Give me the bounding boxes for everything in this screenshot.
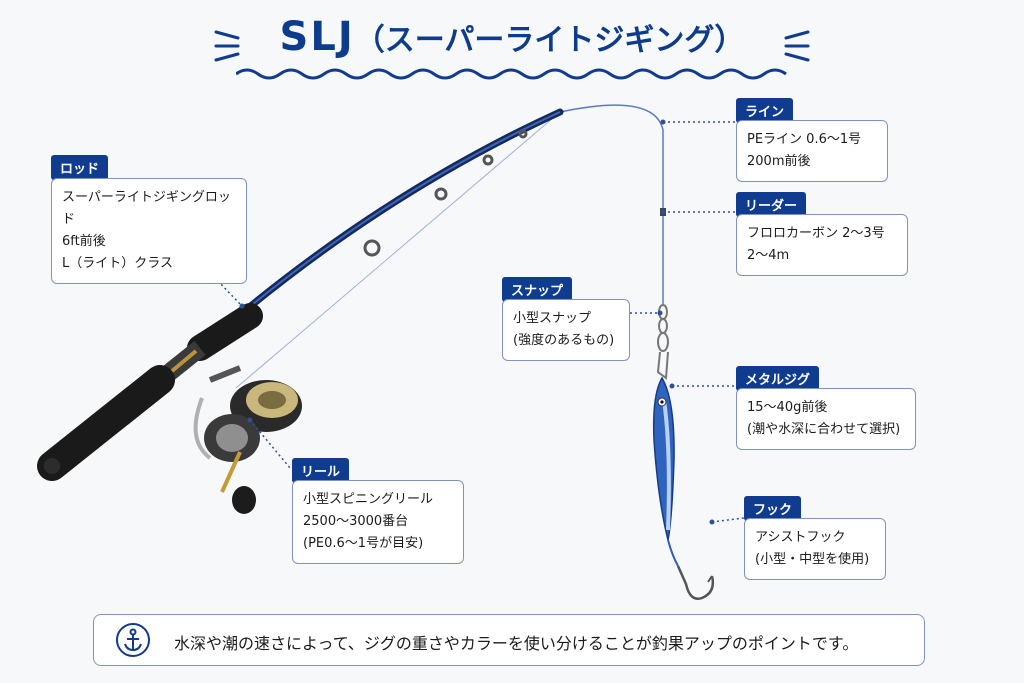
rod-line-3: L（ライト）クラス (62, 256, 173, 271)
rod-tag: ロッド (51, 155, 109, 180)
snap-line-2: (強度のあるもの) (513, 333, 615, 348)
hook-line-1: アシストフック (755, 530, 846, 545)
title-sub: （スーパーライトジギング） (354, 23, 745, 58)
reel-line-2: 2500～3000番台 (303, 514, 409, 529)
hook-callout: アシストフック (小型・中型を使用) (744, 518, 886, 580)
line-line-1: PEライン 0.6～1号 (747, 132, 862, 147)
rod-grip-rear (37, 365, 175, 481)
reel-line-1: 小型スピニングリール (303, 492, 434, 507)
leader-callout: フロロカーボン 2～3号 2～4m (736, 214, 908, 276)
title-wave (236, 68, 787, 80)
fishing-line (559, 104, 664, 305)
tip-text: 水深や潮の速さによって、ジグの重さやカラーを使い分けることが釣果アップのポイント… (174, 634, 859, 653)
hook-line-2: (小型・中型を使用) (755, 552, 870, 567)
snap-tag: スナップ (502, 277, 573, 302)
rod-grip-fore (187, 303, 263, 361)
jig-callout: 15～40g前後 (潮や水深に合わせて選択) (736, 388, 916, 450)
line-callout: PEライン 0.6～1号 200m前後 (736, 120, 888, 182)
line-line-2: 200m前後 (747, 154, 811, 169)
anchor-icon (116, 623, 150, 657)
reel-callout: 小型スピニングリール 2500～3000番台 (PE0.6～1号が目安) (292, 480, 464, 564)
leader-tag: リーダー (736, 192, 807, 217)
assist-hook (667, 539, 715, 600)
reel-line-3: (PE0.6～1号が目安) (303, 536, 424, 551)
reel-tag: リール (292, 458, 350, 483)
guide-line (235, 111, 561, 389)
title-main: SLJ (279, 14, 355, 60)
rod-line-2: 6ft前後 (62, 234, 106, 249)
rod-callout: スーパーライトジギングロッド 6ft前後 L（ライト）クラス (51, 178, 247, 284)
line-tag: ライン (736, 98, 794, 123)
leader-line-2: 2～4m (747, 248, 790, 263)
tip-banner: 水深や潮の速さによって、ジグの重さやカラーを使い分けることが釣果アップのポイント… (93, 614, 925, 666)
snap-callout: 小型スナップ (強度のあるもの) (502, 299, 630, 361)
snap-line-1: 小型スナップ (513, 311, 592, 326)
callout-leaders (189, 121, 745, 523)
leader-line-1: フロロカーボン 2～3号 (747, 226, 885, 241)
title-deco-left (214, 30, 240, 62)
snap-swivel (656, 304, 669, 380)
jig-line-1: 15～40g前後 (747, 400, 828, 415)
reel-body (193, 365, 302, 514)
hook-tag: フック (744, 496, 802, 521)
title-deco-right (784, 30, 810, 62)
jig-line-2: (潮や水深に合わせて選択) (747, 422, 901, 437)
rod-line-1: スーパーライトジギングロッド (62, 190, 231, 227)
rod-guides (363, 129, 528, 257)
page-title: SLJ（スーパーライトジギング） (0, 14, 1024, 60)
jig-tag: メタルジグ (736, 366, 820, 391)
